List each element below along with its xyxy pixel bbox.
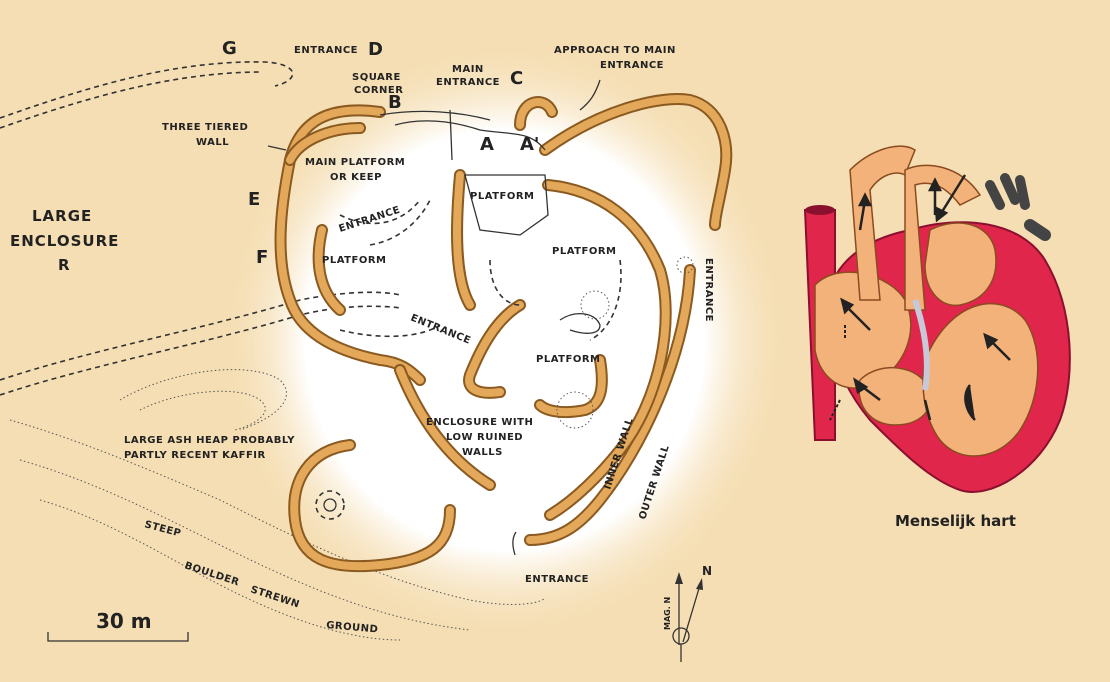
label-strewn: STREWN: [249, 584, 301, 610]
label-r: R: [58, 256, 71, 274]
label-main-platform: MAIN PLATFORM: [305, 157, 405, 168]
label-main: MAIN: [452, 64, 484, 75]
label-corner: CORNER: [354, 85, 403, 96]
label-square: SQUARE: [352, 72, 401, 83]
heart-illustration: Menselijk hart: [803, 145, 1071, 530]
label-low-ruined: LOW RUINED: [446, 432, 523, 443]
label-enclosure: ENCLOSURE: [10, 232, 119, 250]
label-main-entrance: ENTRANCE: [436, 77, 500, 88]
interior-dashed-features: [315, 110, 694, 520]
label-boulder: BOULDER: [183, 560, 241, 588]
label-a-prime: A': [520, 134, 539, 155]
label-entrance-d: ENTRANCE: [294, 45, 358, 56]
paths-left: [0, 61, 401, 396]
label-d: D: [368, 39, 383, 60]
scale-bar: 30 m: [47, 609, 189, 642]
heart-caption: Menselijk hart: [895, 512, 1016, 530]
label-large: LARGE: [32, 207, 92, 225]
north-label: N: [702, 564, 712, 578]
label-entrance-right: ENTRANCE: [703, 258, 714, 322]
label-entrance-bottom: ENTRANCE: [525, 574, 589, 585]
label-g: G: [222, 38, 237, 59]
label-walls: WALLS: [462, 447, 503, 458]
label-platform-4: PLATFORM: [536, 354, 600, 365]
label-enclosure-with: ENCLOSURE WITH: [426, 417, 533, 428]
label-approach: APPROACH TO MAIN: [554, 45, 676, 56]
label-ash-heap: LARGE ASH HEAP PROBABLY: [124, 435, 295, 446]
label-f: F: [256, 247, 268, 268]
label-platform-3: PLATFORM: [552, 246, 616, 257]
label-ground: GROUND: [326, 620, 379, 636]
scale-label: 30 m: [96, 609, 152, 633]
label-platform-1: PLATFORM: [470, 191, 534, 202]
label-steep: STEEP: [143, 519, 182, 539]
plan-highlight: [220, 40, 790, 640]
label-e: E: [248, 189, 260, 210]
label-b: B: [388, 92, 402, 113]
steep-ground-hatching: [9, 369, 546, 641]
label-a: A: [480, 134, 494, 155]
label-c: C: [510, 68, 523, 89]
north-arrow: MAG. N N: [663, 564, 712, 662]
label-or-keep: OR KEEP: [330, 172, 382, 183]
ruin-walls: [274, 93, 733, 573]
label-platform-2: PLATFORM: [322, 255, 386, 266]
plan-arrows: [267, 79, 601, 556]
label-three-tiered: THREE TIERED: [162, 122, 248, 133]
label-approach-entrance: ENTRANCE: [600, 60, 664, 71]
label-wall: WALL: [196, 137, 229, 148]
mag-n-label: MAG. N: [663, 597, 672, 630]
label-recent-kaffir: PARTLY RECENT KAFFIR: [124, 450, 266, 461]
